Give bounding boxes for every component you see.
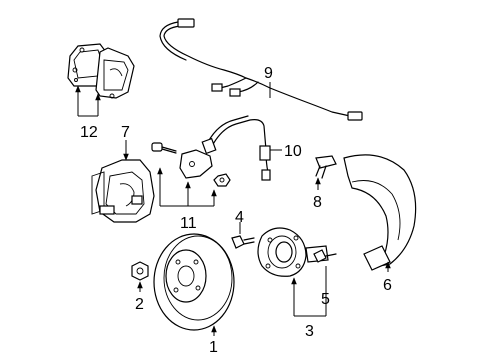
callout-8: 8 bbox=[313, 194, 322, 211]
callout-7: 7 bbox=[121, 124, 130, 141]
callout-1: 1 bbox=[209, 339, 218, 356]
abs-wire-harness bbox=[159, 18, 363, 121]
callout-4: 4 bbox=[235, 209, 244, 226]
splash-shield bbox=[343, 154, 417, 272]
brake-hose bbox=[201, 115, 282, 181]
callout-6: 6 bbox=[383, 277, 392, 294]
wheel-stud bbox=[313, 249, 337, 288]
bolt-4 bbox=[231, 222, 255, 249]
callout-11-leader bbox=[157, 167, 217, 207]
bracket-bolt-nut-group bbox=[151, 142, 231, 187]
brake-caliper bbox=[91, 140, 155, 223]
brake-pads bbox=[67, 43, 135, 99]
callout-11: 11 bbox=[180, 215, 197, 232]
brake-rotor bbox=[153, 233, 235, 336]
callout-5: 5 bbox=[321, 291, 330, 308]
bolt-8 bbox=[315, 155, 337, 190]
callout-9: 9 bbox=[264, 65, 273, 82]
callout-10: 10 bbox=[284, 143, 302, 160]
lug-nut bbox=[131, 261, 149, 292]
callout-2: 2 bbox=[135, 296, 144, 313]
callout-12-leader bbox=[75, 85, 101, 117]
callout-12: 12 bbox=[80, 124, 98, 141]
callout-3: 3 bbox=[305, 323, 314, 340]
